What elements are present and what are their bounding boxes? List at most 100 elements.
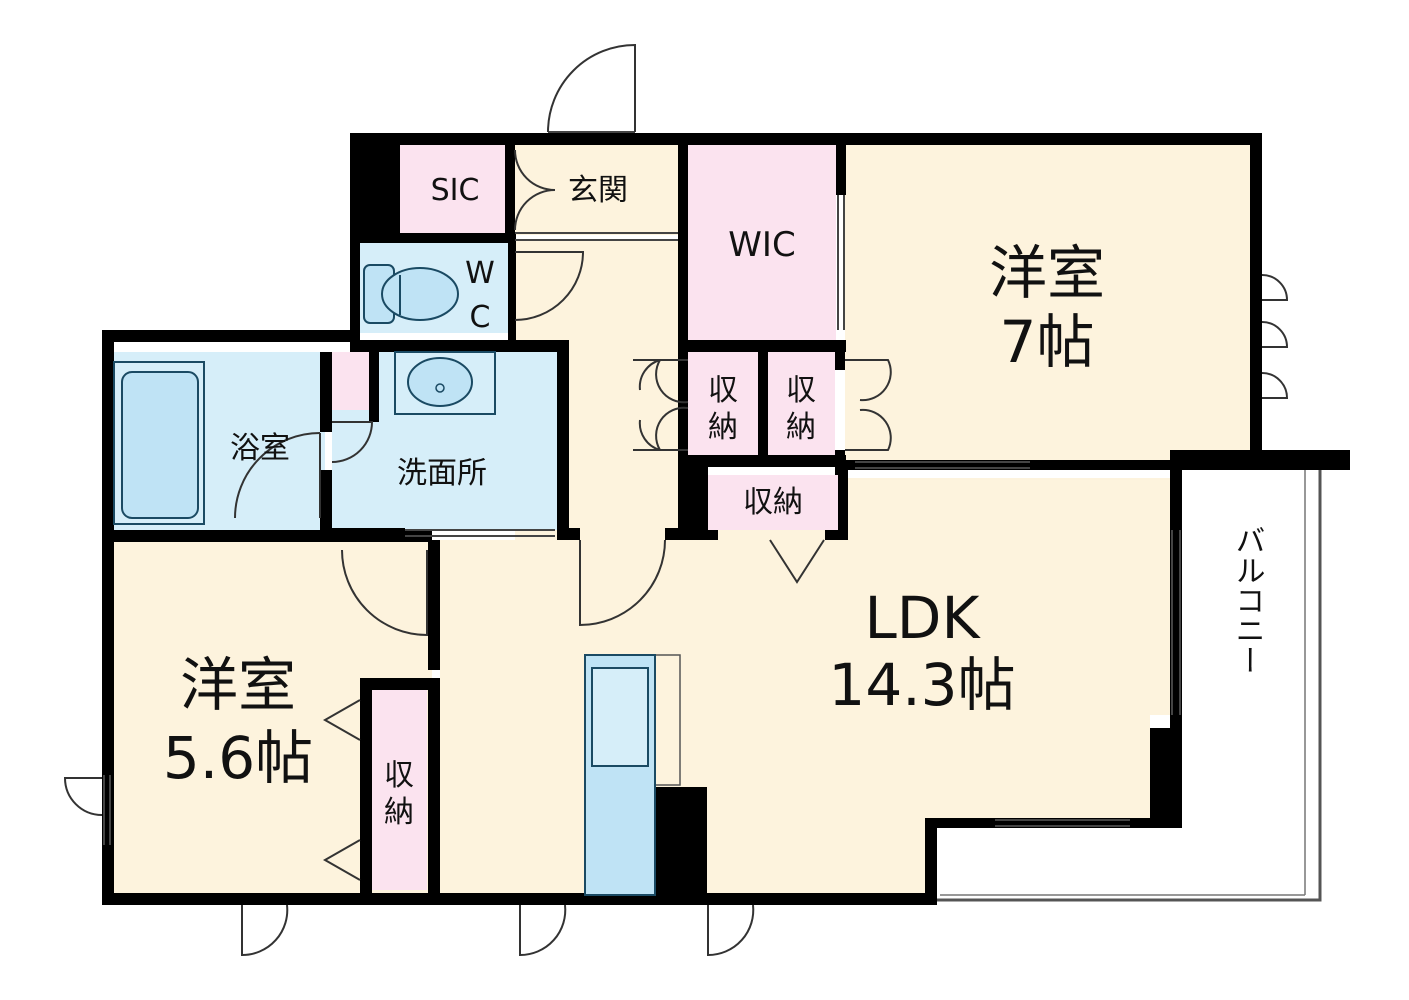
western7-window-1 bbox=[1261, 274, 1289, 301]
wall-56-right bbox=[428, 540, 440, 670]
western56-size: 5.6帖 bbox=[163, 724, 313, 792]
wall-bath-top bbox=[102, 330, 360, 342]
wall-hall-bottom-r bbox=[665, 528, 690, 540]
wc-label-c: C bbox=[470, 300, 491, 335]
wall-storage-d-left bbox=[360, 678, 372, 898]
wall-bath-wash-lower bbox=[320, 470, 332, 530]
bathtub-inner bbox=[121, 371, 199, 519]
wall-storage-c-bottom-r bbox=[825, 530, 848, 540]
western7-size: 7帖 bbox=[1000, 308, 1095, 376]
wc-label-w: W bbox=[465, 256, 495, 291]
wall-wash-right bbox=[557, 340, 569, 540]
wall-storage-c-right bbox=[838, 467, 848, 540]
wall-wc-right bbox=[508, 233, 516, 343]
wall-left bbox=[102, 330, 114, 905]
storage-c-door bbox=[769, 539, 825, 584]
genkan-label: 玄関 bbox=[568, 173, 628, 208]
storage-d-l1: 収 bbox=[384, 758, 414, 793]
bottom-window-3 bbox=[707, 904, 755, 957]
western-room-7-floor bbox=[845, 145, 1250, 460]
frames bbox=[103, 131, 1181, 845]
balcony-label: バルコニー bbox=[1230, 525, 1265, 675]
storage-c-label: 収納 bbox=[743, 485, 803, 520]
genkan-floor bbox=[515, 145, 680, 235]
hall-ldk-door-swing bbox=[579, 539, 666, 627]
wall-right-7 bbox=[1250, 133, 1262, 468]
western56-name: 洋室 bbox=[180, 651, 296, 719]
storage-a-door-top-l bbox=[633, 359, 661, 391]
wall-storage-c-bottom bbox=[688, 530, 718, 540]
sic-door-swing-2 bbox=[514, 189, 556, 231]
wall-top-main bbox=[350, 133, 1260, 145]
door-swings bbox=[63, 43, 1289, 957]
storage-a-door-top bbox=[655, 359, 689, 404]
entry-door-swing bbox=[547, 43, 636, 133]
storage-b-floor bbox=[768, 352, 835, 455]
kitchen-counter-icon bbox=[584, 654, 681, 896]
labels: SIC 玄関 WIC W C 洋室 7帖 収 納 収 納 収納 浴室 洗面所 L… bbox=[163, 173, 1265, 830]
fixtures bbox=[113, 264, 681, 896]
left-window bbox=[63, 777, 103, 816]
sic-door-swing bbox=[514, 149, 556, 191]
sic-label: SIC bbox=[431, 173, 480, 208]
wall-ldk-right-pillar bbox=[1150, 728, 1182, 828]
wic-floor bbox=[688, 145, 836, 340]
storage-d-door-bot bbox=[322, 839, 361, 881]
storage-d-floor bbox=[372, 690, 427, 890]
storage-a-l1: 収 bbox=[708, 373, 738, 408]
wall-7-ldk bbox=[838, 460, 1258, 470]
storage-b-l1: 収 bbox=[786, 373, 816, 408]
wall-bath-wash bbox=[320, 352, 332, 432]
washroom-label: 洗面所 bbox=[397, 456, 487, 491]
wall-bottom bbox=[102, 893, 937, 905]
storage-b-door-bot bbox=[845, 408, 892, 451]
storage-d-door-top bbox=[322, 699, 361, 741]
storage-a-floor bbox=[688, 352, 758, 455]
ldk-floor bbox=[440, 478, 1170, 895]
wall-storage-ab-bottom bbox=[678, 455, 846, 467]
wall-wic-right bbox=[836, 145, 846, 195]
bath-label: 浴室 bbox=[230, 431, 290, 466]
small-storage-floor-top bbox=[332, 352, 369, 410]
storage-b-door-top bbox=[845, 359, 892, 402]
storage-b-l2: 納 bbox=[786, 410, 816, 445]
western7-window-2 bbox=[1261, 321, 1289, 348]
wall-storage-ab-right-2 bbox=[835, 450, 845, 475]
wall-storage-ab-right bbox=[835, 340, 845, 370]
storage-a-door-bot-l bbox=[633, 419, 661, 451]
storage-a-l2: 納 bbox=[708, 410, 738, 445]
wall-wash-top bbox=[350, 340, 565, 352]
wall-ldk-step bbox=[925, 818, 1182, 828]
wc-door-swing bbox=[514, 251, 585, 321]
storage-c-floor bbox=[708, 475, 838, 530]
bottom-window-1 bbox=[241, 904, 289, 957]
bottom-window-2 bbox=[519, 904, 567, 957]
bath-door-swing bbox=[234, 432, 321, 519]
wall-wic-bottom bbox=[678, 340, 846, 352]
wall-ldk-step-vert bbox=[925, 818, 937, 903]
storage-a-door-bot bbox=[655, 406, 689, 451]
wall-wic-left bbox=[678, 133, 688, 533]
wall-storage-c-left bbox=[688, 467, 708, 540]
western7-name: 洋室 bbox=[989, 239, 1105, 307]
western56-door-swing bbox=[341, 549, 428, 637]
toilet-icon bbox=[363, 264, 459, 324]
wall-storage-d-right bbox=[428, 678, 440, 898]
ldk-size: 14.3帖 bbox=[828, 651, 1015, 719]
wall-wc-left bbox=[350, 233, 360, 343]
wic-label: WIC bbox=[728, 225, 795, 265]
sic-floor bbox=[400, 145, 510, 233]
wall-hall-bottom bbox=[557, 528, 580, 540]
wall-wash-bottom bbox=[330, 528, 405, 538]
storage-d-l2: 納 bbox=[384, 795, 414, 830]
wall-kitchen-pillar bbox=[655, 787, 707, 897]
wall-small-storage bbox=[369, 352, 379, 422]
wash-door-swing bbox=[331, 421, 374, 463]
wall-wc-top bbox=[350, 233, 515, 243]
wall-top-left-block bbox=[350, 133, 400, 233]
wall-storage-divider bbox=[758, 352, 768, 455]
western7-window-3 bbox=[1261, 372, 1289, 399]
walls bbox=[102, 133, 1350, 905]
wall-storage-d-top bbox=[360, 678, 440, 690]
